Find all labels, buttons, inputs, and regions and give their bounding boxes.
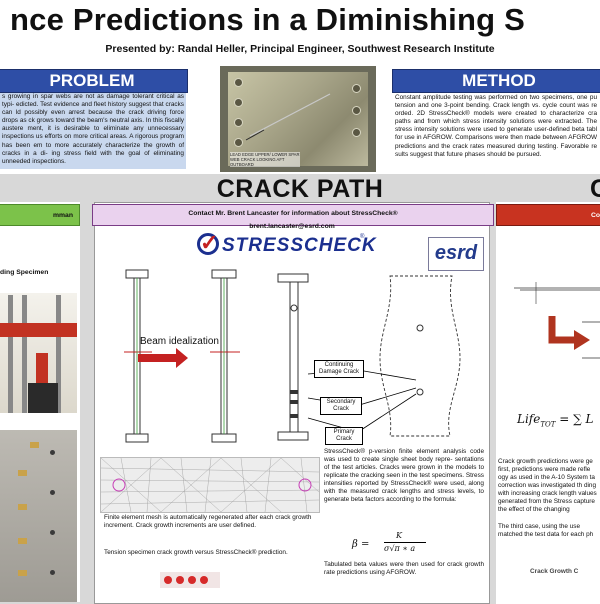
presenter-line: Presented by: Randal Heller, Principal E… [0, 40, 600, 58]
beam-idealization-diagram [124, 269, 461, 443]
checkmark-icon: ✓ [200, 230, 219, 255]
specimen-hole [416, 388, 424, 396]
crack-growth-predictions-text: Crack growth predictions were ge first, … [498, 458, 597, 513]
crack-growth-chart-fragment [160, 572, 220, 588]
poster-title: nce Predictions in a Diminishing S [0, 0, 600, 40]
bending-specimen-label: ding Specimen [0, 269, 49, 276]
strain-gauge [18, 570, 27, 576]
spar-web-photo [220, 66, 376, 172]
stresscheck-description: StressCheck® p-version finite element an… [324, 448, 484, 503]
right-panel [496, 202, 600, 604]
crack-path-heading: CRACK PATH [216, 175, 384, 203]
esrd-logo: esrd [428, 237, 484, 271]
mesh-grid [101, 458, 319, 512]
method-heading: METHOD [392, 69, 600, 93]
test-rig-photo [0, 293, 77, 413]
data-point-icon [164, 576, 172, 584]
formula-lhs: β = [352, 539, 370, 550]
fastener-hole [50, 450, 55, 455]
formula-numerator: K [396, 531, 402, 540]
rig-base [28, 383, 58, 413]
bolt-icon [352, 84, 361, 93]
bolt-icon [234, 78, 243, 87]
leader-line [357, 393, 417, 433]
contact-email[interactable]: brent.lancaster@esrd.com [249, 223, 335, 230]
finite-element-mesh-image [100, 457, 320, 513]
life-total-formula: LifeTOT = ∑ L [517, 412, 594, 429]
right-heading-fragment: C [590, 175, 600, 203]
data-point-icon [200, 576, 208, 584]
leader-line [355, 387, 417, 407]
crack-marker-lines [245, 93, 331, 141]
red-bent-arrow-icon [548, 316, 576, 344]
third-case-text: The third case, using the use matched th… [498, 523, 594, 538]
right-panel-header: Co [496, 204, 600, 226]
strain-gauge [18, 504, 27, 510]
stresscheck-logo: ✓ STRESSCHECK ® [194, 230, 376, 266]
left-panel-header: mman [0, 204, 80, 226]
beam-idealization-label: Beam idealization [140, 336, 219, 347]
rig-column [56, 295, 61, 413]
tension-specimen-caption: Tension specimen crack growth versus Str… [104, 549, 288, 556]
fraction-bar [384, 542, 426, 543]
bolt-icon [352, 106, 361, 115]
continuing-damage-crack-label: Continuing Damage Crack [314, 360, 364, 378]
tabulated-beta-text: Tabulated beta values were then used for… [324, 561, 484, 576]
fastener-hole [50, 530, 55, 535]
rig-crosshead [0, 323, 77, 337]
data-point-icon [188, 576, 196, 584]
specimen-hole [416, 324, 424, 332]
method-text: Constant amplitude testing was performed… [395, 94, 597, 158]
data-point-icon [176, 576, 184, 584]
mesh-refinement-zone [298, 478, 312, 492]
fastener-hole [50, 570, 55, 575]
arrow-head-icon [574, 330, 590, 350]
beta-formula: β = K σ√π ∗ a [352, 531, 472, 557]
logo-ring-icon [197, 233, 219, 255]
mesh-caption: Finite element mesh is automatically reg… [104, 514, 312, 529]
rig-column [22, 295, 27, 413]
specimen-outline [379, 275, 461, 437]
problem-heading: PROBLEM [0, 69, 188, 93]
bolt-icon [234, 118, 243, 127]
bolt-icon [234, 98, 243, 107]
primary-crack-mark [290, 414, 298, 418]
cracked-beam-section [277, 273, 309, 441]
fastener-hole [50, 490, 55, 495]
secondary-crack-mark [290, 390, 298, 394]
center-panel-header: Contact Mr. Brent Lancaster for informat… [92, 204, 494, 226]
formula-denominator: σ√π ∗ a [384, 544, 416, 553]
strain-gauge [30, 442, 39, 448]
mesh-refinement-zone [112, 478, 126, 492]
specimen-gauge-photo [0, 430, 77, 602]
crack-growth-chart-title: Crack Growth C [530, 568, 579, 575]
photo-caption: LEAD EDGE UPPER/ LOWER SPAR WEB CRACK LO… [230, 152, 300, 167]
rig-column [8, 295, 13, 413]
strain-gauge [18, 538, 27, 544]
load-diagram [514, 282, 600, 359]
bolt-icon [352, 128, 361, 137]
secondary-crack-mark [290, 400, 298, 404]
primary-crack-label: Primary Crack [325, 427, 363, 445]
secondary-crack-label: Secondary Crack [320, 397, 362, 415]
problem-text: s growing in spar webs are not as damage… [0, 93, 186, 169]
red-arrow-icon [138, 348, 188, 368]
leader-line [357, 369, 417, 381]
strain-gauge [18, 470, 27, 476]
spar-web-plate [228, 72, 368, 166]
bolt-icon [234, 138, 243, 147]
